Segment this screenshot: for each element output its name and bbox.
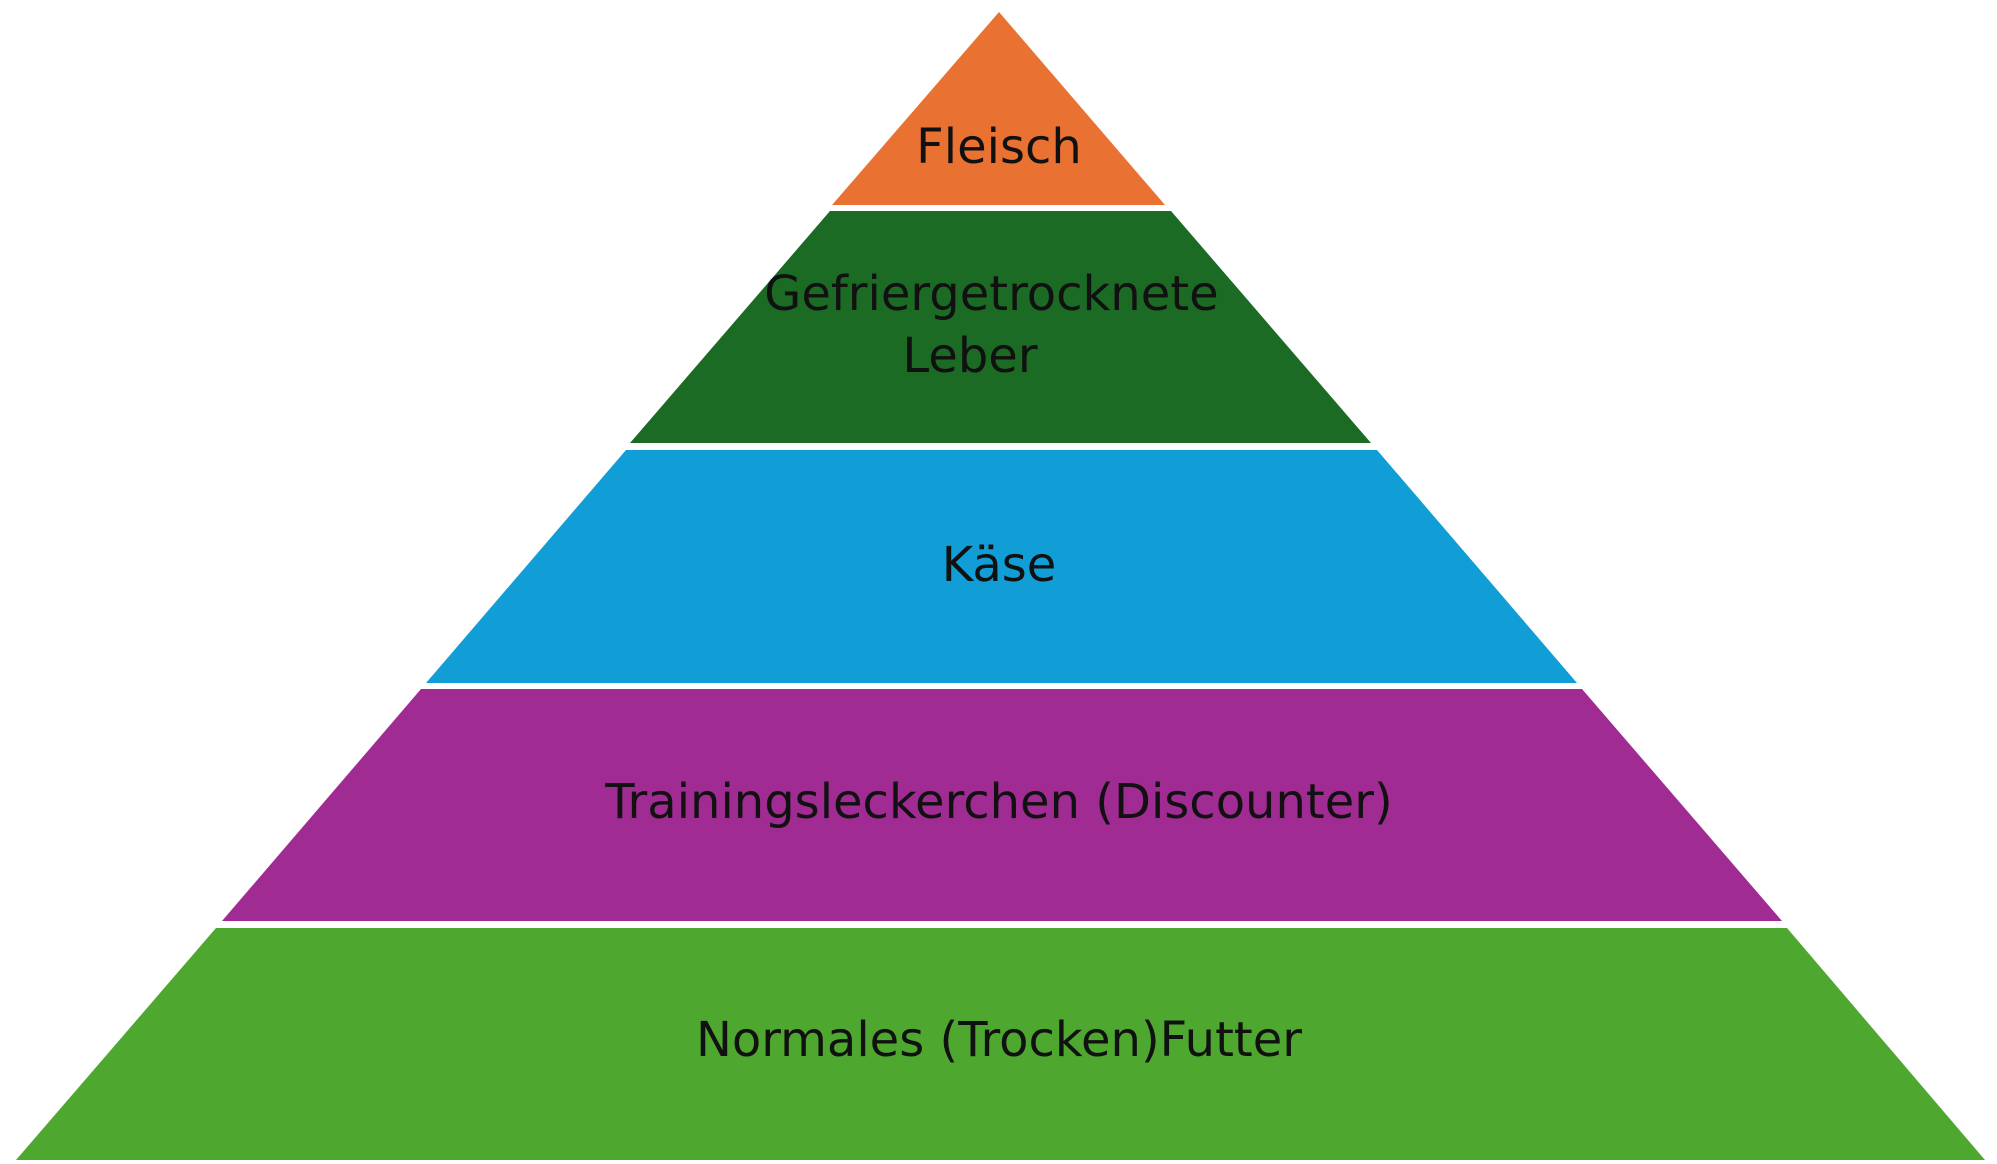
tier-4-shape [222, 689, 1782, 921]
tier-5: Normales (Trocken)Futter [16, 928, 1985, 1160]
tier-1-label: Fleisch [916, 119, 1082, 175]
tier-4-label: Trainingsleckerchen (Discounter) [604, 774, 1392, 830]
tier-3-label: Käse [942, 537, 1057, 593]
tier-4: Trainingsleckerchen (Discounter) [222, 689, 1782, 921]
tier-3-shape [426, 450, 1577, 683]
tier-2-shape [630, 211, 1371, 443]
tier-3-label-line: Käse [942, 537, 1057, 593]
tier-2-label-line-1: Gefriergetrocknete [764, 266, 1218, 322]
tier-5-label: Normales (Trocken)Futter [696, 1012, 1302, 1068]
tier-2-label-line-2: Leber [902, 328, 1037, 384]
tier-3: Käse [426, 450, 1577, 683]
tier-2-label: Gefriergetrocknete Leber [764, 266, 1234, 384]
tier-1-shape [832, 12, 1165, 205]
tier-1-label-line: Fleisch [916, 119, 1082, 175]
tier-5-shape [16, 928, 1985, 1160]
tier-4-label-line: Trainingsleckerchen (Discounter) [604, 774, 1392, 830]
tier-5-label-line: Normales (Trocken)Futter [696, 1012, 1302, 1068]
tier-1: Fleisch [832, 12, 1165, 205]
tier-2: Gefriergetrocknete Leber [630, 211, 1371, 443]
